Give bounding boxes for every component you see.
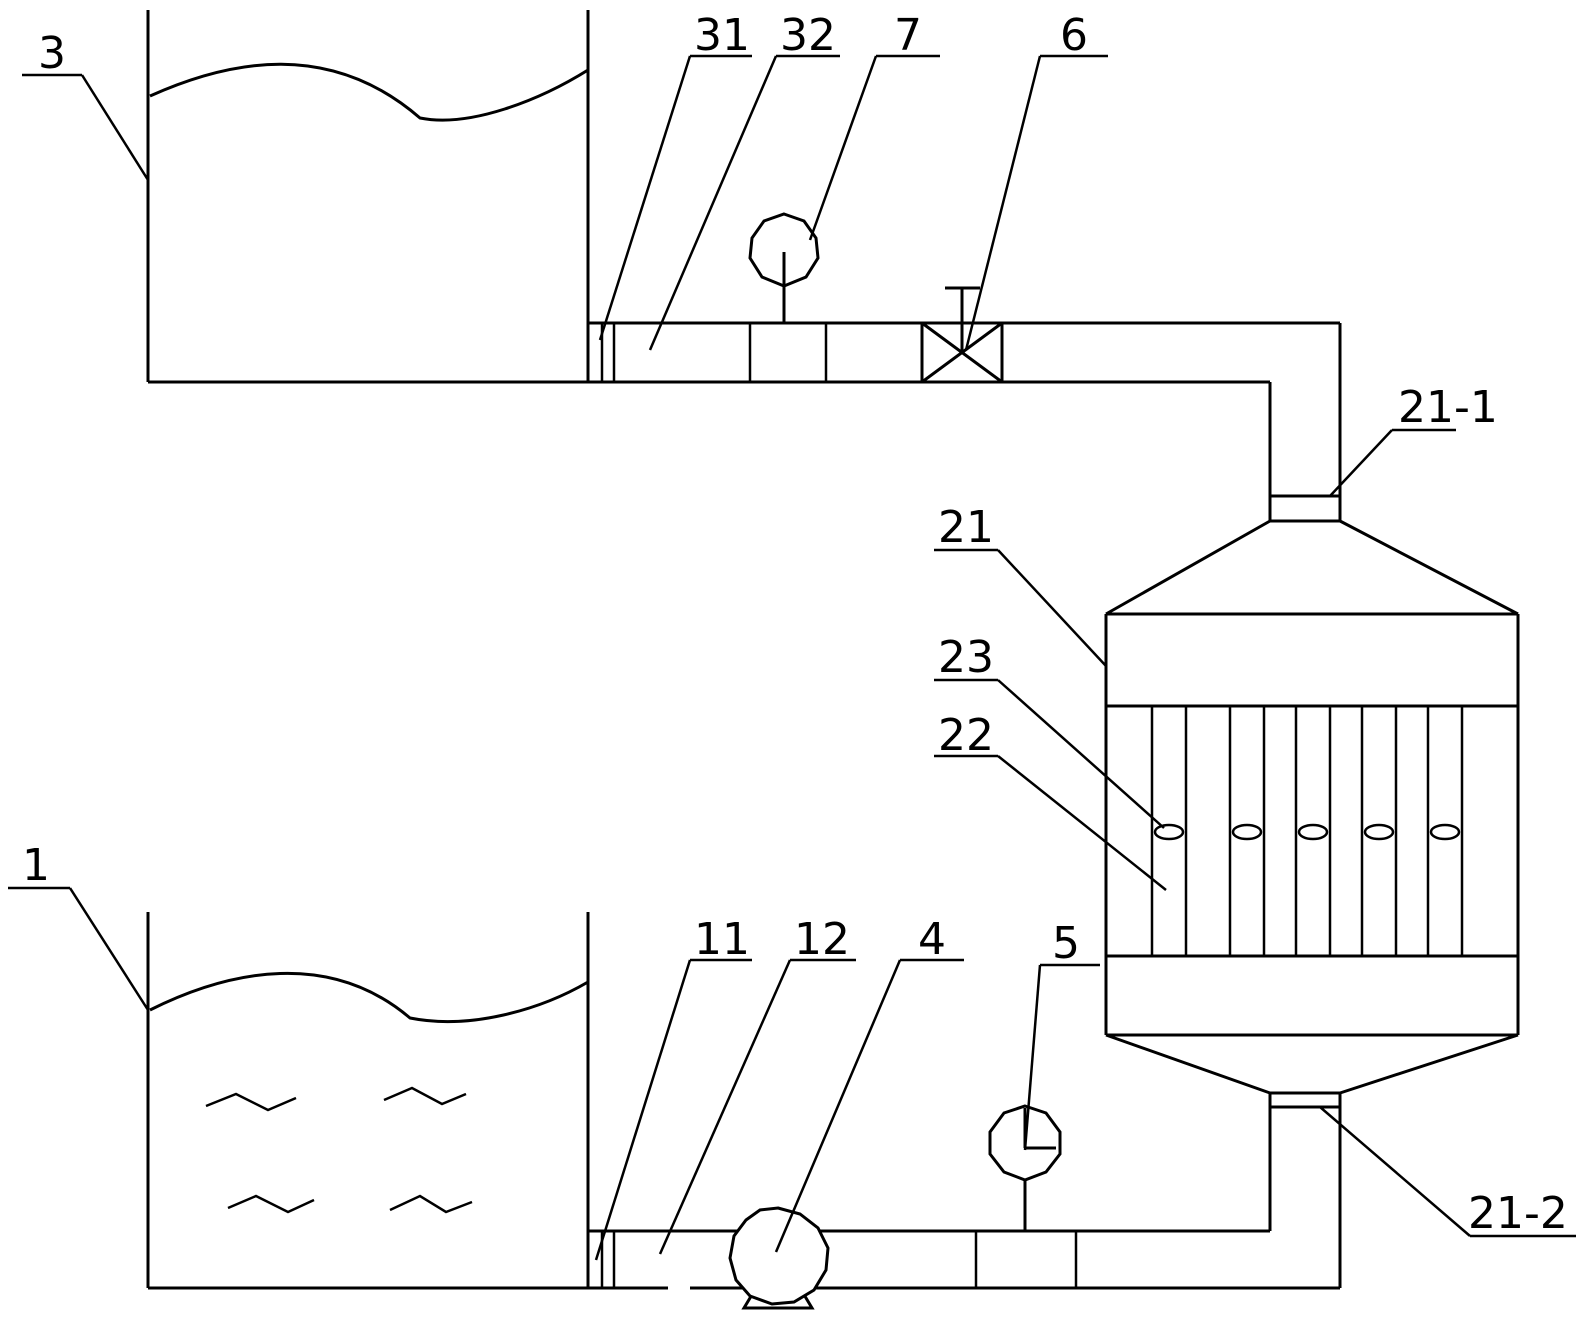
label-31: 31 bbox=[694, 10, 750, 61]
pressure-gauge-7 bbox=[748, 212, 820, 323]
label-21-2: 21-2 bbox=[1468, 1188, 1568, 1239]
leader-lines bbox=[8, 54, 1576, 1261]
lower-tank bbox=[146, 912, 590, 1290]
valve-6 bbox=[920, 286, 1004, 384]
label-12: 12 bbox=[794, 914, 850, 965]
label-11: 11 bbox=[694, 914, 750, 965]
label-32: 32 bbox=[780, 10, 836, 61]
membrane-tubes-22 bbox=[1150, 704, 1464, 958]
labels: 3 31 32 7 6 21-1 21 23 22 1 11 12 4 5 21… bbox=[22, 10, 1568, 1239]
label-5: 5 bbox=[1052, 918, 1080, 969]
label-23: 23 bbox=[938, 632, 994, 683]
label-21-1: 21-1 bbox=[1398, 382, 1498, 433]
upper-tank bbox=[146, 10, 590, 384]
label-7: 7 bbox=[894, 10, 922, 61]
label-4: 4 bbox=[918, 914, 946, 965]
label-22: 22 bbox=[938, 710, 994, 761]
vessel-21 bbox=[1104, 494, 1520, 1109]
lower-pipeline bbox=[588, 1107, 1342, 1290]
pressure-gauge-5 bbox=[988, 1104, 1062, 1231]
label-21: 21 bbox=[938, 502, 994, 553]
label-3: 3 bbox=[38, 28, 66, 79]
pump-4 bbox=[728, 1206, 830, 1310]
components-23 bbox=[1153, 823, 1461, 841]
label-1: 1 bbox=[22, 840, 50, 891]
label-6: 6 bbox=[1060, 10, 1088, 61]
